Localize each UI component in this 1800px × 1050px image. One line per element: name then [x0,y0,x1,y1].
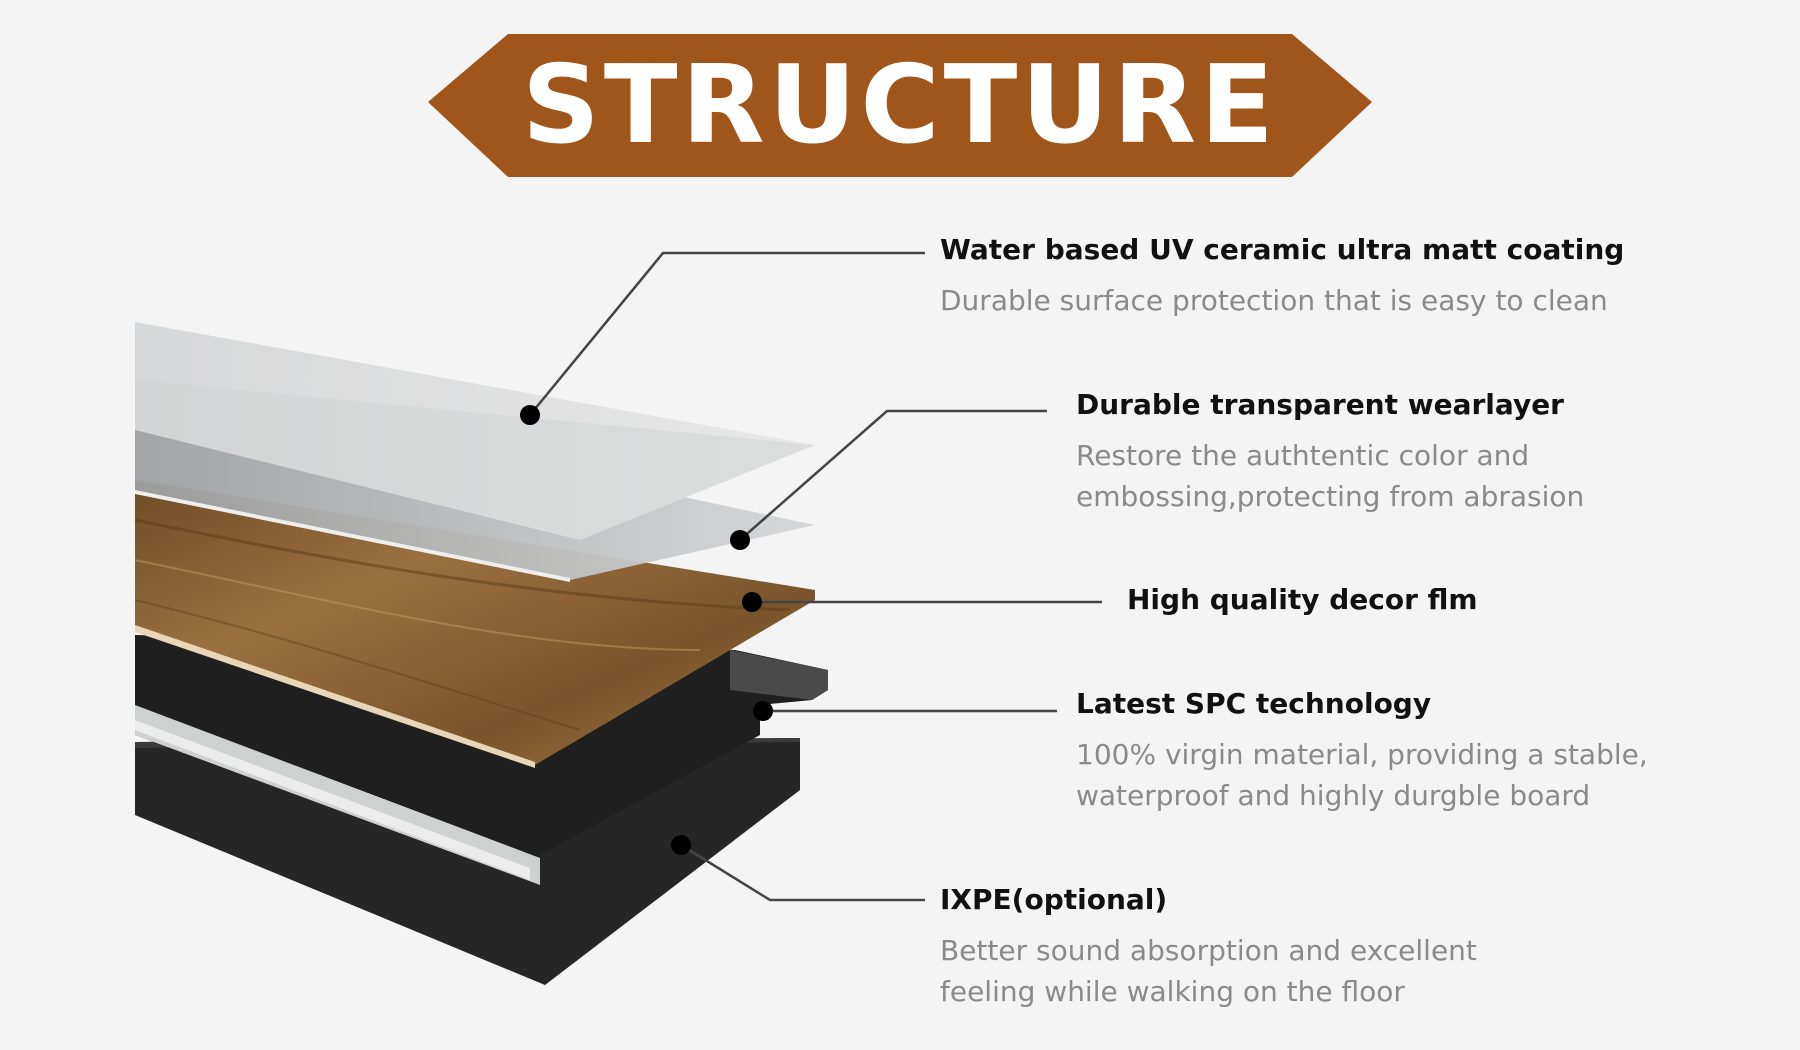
description-line: Better sound absorption and excellent [940,934,1477,967]
description-line: waterproof and highly durgble board [1076,779,1591,812]
spc-core-layer [135,635,828,885]
callout-decor-film: High quality decor flm [1127,580,1800,620]
title-banner [428,34,1372,177]
layer-description: Better sound absorption and excellent fe… [940,930,1740,1012]
layer-description: Durable surface protection that is easy … [940,280,1740,321]
layer-title: Durable transparent wearlayer [1076,388,1564,421]
description-line: feeling while walking on the floor [940,975,1405,1008]
description-line: embossing,protecting from abrasion [1076,480,1585,513]
leader-ixpe [671,835,925,902]
uv-coating-layer [135,322,815,540]
decor-film-layer [134,480,815,768]
description-line: Durable surface protection that is easy … [940,284,1608,317]
callout-wearlayer: Durable transparent wearlayer Restore th… [1076,385,1800,517]
page-title: STRUCTURE [522,42,1278,168]
callout-uv-coating: Water based UV ceramic ultra matt coatin… [940,230,1740,321]
layer-title: High quality decor flm [1127,583,1478,616]
description-line: Restore the authtentic color and [1076,439,1530,472]
leader-spc [753,701,1057,721]
callout-ixpe: IXPE(optional) Better sound absorption a… [940,880,1740,1012]
layer-title: Water based UV ceramic ultra matt coatin… [940,233,1625,266]
layer-title: Latest SPC technology [1076,687,1432,720]
leader-wearlayer [730,409,1047,550]
leader-uv-coating [520,251,925,425]
layer-description: 100% virgin material, providing a stable… [1076,734,1800,816]
description-line: 100% virgin material, providing a stable… [1076,738,1648,771]
layer-description: Restore the authtentic color and embossi… [1076,435,1800,517]
callout-spc: Latest SPC technology 100% virgin materi… [1076,684,1800,816]
leader-decor-film [742,592,1102,612]
title-banner-shape [428,34,1372,177]
layer-title: IXPE(optional) [940,883,1168,916]
